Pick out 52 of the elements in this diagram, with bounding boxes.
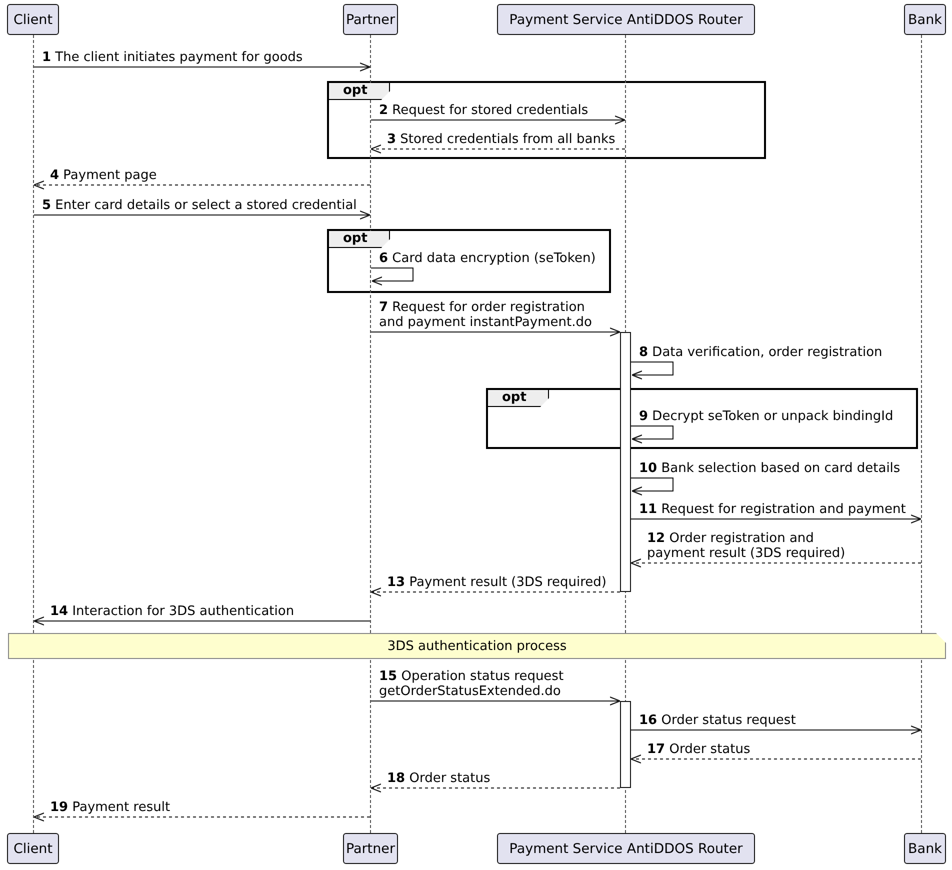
participant-box: Payment Service AntiDDOS Router bbox=[497, 4, 755, 35]
message-label: 9 Decrypt seToken or unpack bindingId bbox=[639, 409, 894, 424]
message-label: 10 Bank selection based on card details bbox=[639, 461, 900, 476]
message-label: 12 Order registration and payment result (3DS required) bbox=[647, 531, 846, 561]
fragment-tag: opt bbox=[488, 390, 550, 407]
fragment-tag: opt bbox=[329, 83, 390, 100]
message-label: 13 Payment result (3DS required) bbox=[387, 575, 606, 590]
note-box: 3DS authentication process bbox=[8, 633, 946, 659]
message-label: 5 Enter card details or select a stored credential bbox=[42, 198, 357, 213]
message-label: 16 Order status request bbox=[639, 713, 796, 728]
message-arrow bbox=[630, 426, 674, 444]
participant-box: Client bbox=[7, 4, 59, 35]
participant-box: Payment Service AntiDDOS Router bbox=[497, 833, 755, 864]
message-arrow bbox=[370, 268, 414, 286]
message-arrow bbox=[370, 327, 621, 337]
participant-box: Partner bbox=[343, 833, 398, 864]
message-label: 3 Stored credentials from all banks bbox=[387, 132, 616, 147]
message-arrow bbox=[370, 587, 620, 597]
message-label: 6 Card data encryption (seToken) bbox=[379, 251, 596, 266]
message-arrow bbox=[630, 725, 922, 735]
message-arrow bbox=[630, 514, 922, 524]
message-label: 19 Payment result bbox=[50, 800, 170, 815]
message-arrow bbox=[370, 783, 620, 793]
message-label: 7 Request for order registration and payment instantPayment.do bbox=[379, 300, 593, 330]
participant-box: Client bbox=[7, 833, 59, 864]
message-arrow bbox=[33, 812, 370, 822]
message-label: 1 The client initiates payment for goods bbox=[42, 50, 303, 65]
activation-bar bbox=[620, 701, 631, 788]
message-label: 15 Operation status request getOrderStatusExtended.do bbox=[379, 669, 565, 699]
fragment-tag: opt bbox=[329, 231, 390, 248]
participant-box: Bank bbox=[904, 4, 946, 35]
message-label: 18 Order status bbox=[387, 771, 490, 786]
participant-box: Bank bbox=[904, 833, 946, 864]
message-arrow bbox=[630, 362, 674, 380]
message-arrow bbox=[630, 478, 674, 496]
message-arrow bbox=[34, 210, 371, 220]
message-arrow bbox=[630, 754, 922, 764]
message-arrow bbox=[33, 180, 370, 190]
message-label: 17 Order status bbox=[647, 742, 750, 757]
message-arrow bbox=[370, 115, 626, 125]
message-label: 8 Data verification, order registration bbox=[639, 345, 882, 360]
message-arrow bbox=[630, 558, 922, 568]
message-label: 2 Request for stored credentials bbox=[379, 103, 588, 118]
activation-bar bbox=[620, 332, 631, 592]
message-arrow bbox=[370, 144, 626, 154]
message-label: 11 Request for registration and payment bbox=[639, 502, 906, 517]
message-arrow bbox=[33, 616, 370, 626]
message-label: 4 Payment page bbox=[50, 168, 157, 183]
participant-box: Partner bbox=[343, 4, 398, 35]
message-label: 14 Interaction for 3DS authentication bbox=[50, 604, 294, 619]
message-arrow bbox=[370, 696, 621, 706]
message-arrow bbox=[34, 62, 371, 72]
